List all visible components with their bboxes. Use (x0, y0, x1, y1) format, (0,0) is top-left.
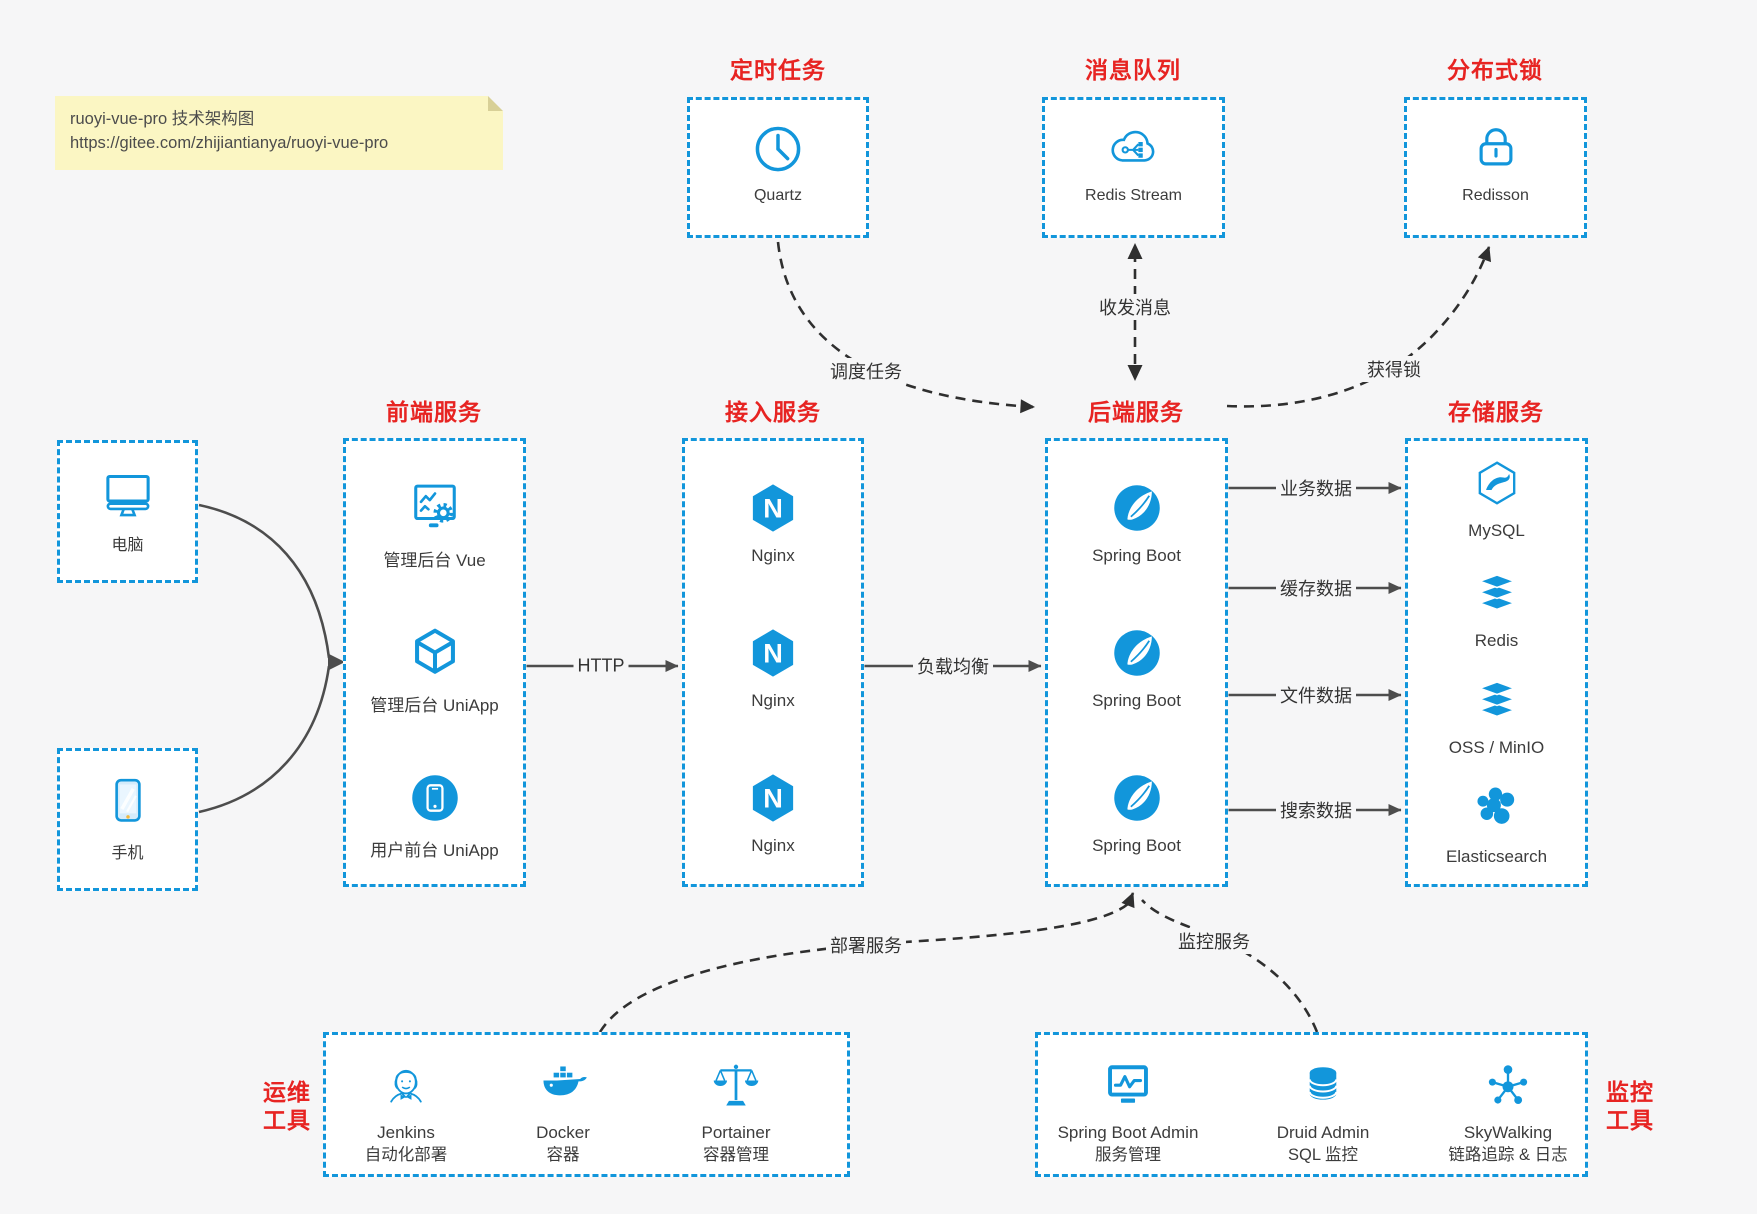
admin-vue-icon (407, 480, 463, 536)
node-admin-vue: 管理后台 Vue (346, 480, 523, 571)
panel-storage-services: MySQL Redis OSS / MinIO Elasticsearch (1405, 438, 1588, 887)
nginx-icon (745, 625, 801, 681)
title-distributed-lock: 分布式锁 (1447, 57, 1543, 83)
title-monitor-tools: 监控 工具 (1606, 1079, 1654, 1133)
portainer-icon (711, 1061, 761, 1111)
user-app-icon (407, 770, 463, 826)
title-scheduled-task: 定时任务 (730, 57, 826, 83)
node-springboot-3: Spring Boot (1048, 770, 1225, 856)
node-druid-admin: Druid Admin SQL 监控 (1218, 1061, 1428, 1167)
merge-arrowhead (328, 653, 345, 671)
sticky-note: ruoyi-vue-pro 技术架构图 https://gitee.com/zh… (55, 96, 503, 170)
title-frontend-services: 前端服务 (386, 399, 482, 425)
skywalking-icon (1483, 1061, 1533, 1111)
phone-icon (100, 774, 156, 830)
spring-boot-icon (1109, 625, 1165, 681)
edge-label-load-balance: 负载均衡 (913, 653, 993, 679)
title-ops-tools: 运维 工具 (263, 1079, 311, 1133)
mysql-icon (1472, 458, 1522, 508)
panel-access-services: Nginx Nginx Nginx (682, 438, 864, 887)
panel-distributed-lock: Redisson (1404, 97, 1587, 238)
node-label: Redis Stream (1085, 187, 1182, 204)
node-docker: Docker 容器 (478, 1061, 648, 1167)
title-storage-services: 存储服务 (1448, 399, 1544, 425)
edge-label-deploy-service: 部署服务 (826, 932, 906, 958)
springboot-admin-icon (1103, 1061, 1153, 1111)
panel-monitor-tools: Spring Boot Admin 服务管理 Druid Admin SQL 监… (1035, 1032, 1588, 1177)
note-title: ruoyi-vue-pro 技术架构图 (70, 110, 255, 128)
node-quartz: Quartz (690, 100, 866, 205)
spring-boot-icon (1109, 770, 1165, 826)
druid-icon (1298, 1061, 1348, 1111)
node-label: 电脑 (111, 537, 144, 554)
jenkins-icon (381, 1061, 431, 1111)
node-portainer: Portainer 容器管理 (651, 1061, 821, 1167)
node-nginx-3: Nginx (685, 770, 861, 856)
send-receive-down-arrowhead (1127, 365, 1143, 381)
edge-label-acquire-lock: 获得锁 (1363, 356, 1425, 382)
edge-pc-to-frontend (198, 503, 331, 659)
panel-scheduled-task: Quartz (687, 97, 869, 238)
redis-stack-icon (1472, 675, 1522, 725)
clock-icon (750, 121, 806, 177)
node-elasticsearch: Elasticsearch (1408, 784, 1585, 867)
edge-label-cache-data: 缓存数据 (1276, 575, 1356, 601)
uniapp-cube-icon (407, 625, 463, 681)
node-redis-stream: Redis Stream (1045, 100, 1222, 205)
panel-frontend-services: 管理后台 Vue 管理后台 UniApp 用户前台 UniApp (343, 438, 526, 887)
panel-phone-client: 手机 (57, 748, 198, 891)
docker-icon (538, 1061, 588, 1111)
node-skywalking: SkyWalking 链路追踪 & 日志 (1403, 1061, 1613, 1167)
node-nginx-2: Nginx (685, 625, 861, 711)
title-access-services: 接入服务 (725, 399, 821, 425)
nginx-icon (745, 480, 801, 536)
title-backend-services: 后端服务 (1088, 399, 1184, 425)
edge-deploy-service (598, 892, 1135, 1033)
panel-ops-tools: Jenkins 自动化部署 Docker 容器 Portainer 容器管理 (323, 1032, 850, 1177)
desktop-icon (100, 466, 156, 522)
edge-schedule-task (776, 241, 1035, 414)
cloud-stream-icon (1106, 121, 1162, 177)
edge-acquire-lock (1226, 246, 1492, 408)
elasticsearch-icon (1472, 784, 1522, 834)
title-message-queue: 消息队列 (1085, 57, 1181, 83)
node-pc: 电脑 (60, 443, 195, 555)
node-springboot-1: Spring Boot (1048, 480, 1225, 566)
node-admin-uniapp: 管理后台 UniApp (346, 625, 523, 716)
node-phone: 手机 (60, 751, 195, 863)
panel-pc-client: 电脑 (57, 440, 198, 583)
node-label: Redisson (1462, 187, 1529, 204)
edge-label-business-data: 业务数据 (1276, 475, 1356, 501)
node-user-uniapp: 用户前台 UniApp (346, 770, 523, 861)
lock-icon (1468, 121, 1524, 177)
redis-stack-icon (1472, 568, 1522, 618)
panel-backend-services: Spring Boot Spring Boot Spring Boot (1045, 438, 1228, 887)
edge-label-monitor-service: 监控服务 (1174, 928, 1254, 954)
edge-label-http: HTTP (573, 655, 629, 677)
node-springboot-2: Spring Boot (1048, 625, 1225, 711)
edge-label-send-receive: 收发消息 (1095, 294, 1175, 320)
edge-label-search-data: 搜索数据 (1276, 797, 1356, 823)
node-redis: Redis (1408, 568, 1585, 651)
node-springboot-admin: Spring Boot Admin 服务管理 (1023, 1061, 1233, 1167)
edge-monitor-service (1141, 899, 1319, 1033)
spring-boot-icon (1109, 480, 1165, 536)
node-label: 手机 (111, 845, 144, 862)
node-redisson: Redisson (1407, 100, 1584, 205)
note-url: https://gitee.com/zhijiantianya/ruoyi-vu… (70, 134, 389, 152)
send-receive-up-arrowhead (1127, 243, 1143, 259)
node-mysql: MySQL (1408, 458, 1585, 541)
nginx-icon (745, 770, 801, 826)
node-oss-minio: OSS / MinIO (1408, 675, 1585, 758)
node-jenkins: Jenkins 自动化部署 (321, 1061, 491, 1167)
edge-label-file-data: 文件数据 (1276, 682, 1356, 708)
node-label: Quartz (753, 187, 802, 204)
edge-label-schedule-task: 调度任务 (826, 358, 906, 384)
edge-phone-to-frontend (198, 665, 331, 814)
panel-message-queue: Redis Stream (1042, 97, 1225, 238)
node-nginx-1: Nginx (685, 480, 861, 566)
